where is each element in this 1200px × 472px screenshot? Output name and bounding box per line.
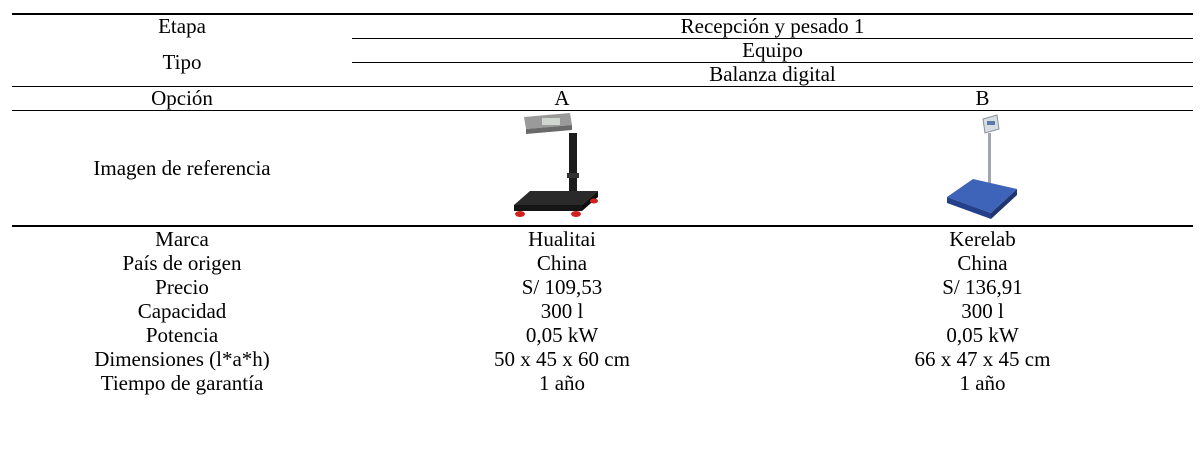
spec-label: Capacidad [137,299,227,323]
option-label: Opción [12,86,352,111]
spec-row: Tiempo de garantía 1 año 1 año [12,371,1193,395]
spec-label: País de origen [122,251,242,275]
spec-value-a: S/ 109,53 [521,275,603,299]
stage-label: Etapa [12,13,352,39]
type-row: Tipo Equipo [12,38,1194,73]
spec-value-b: 300 l [961,299,1004,323]
spec-value-a: 1 año [538,371,586,395]
spec-value-a: China [536,251,588,275]
equipment-comparison-table: Etapa Recepción y pesado 1 Tipo Equipo B… [12,13,1194,395]
spec-row: Marca Hualitai Kerelab [12,226,1193,251]
scale-b-image-cell [772,110,1194,227]
spec-value-a: 300 l [540,299,584,323]
spec-row: Dimensiones (l*a*h) 50 x 45 x 60 cm 66 x 4… [12,347,1193,371]
type-subrow: Balanza digital [12,62,1194,87]
spec-value-a: 50 x 45 x 60 cm [494,347,630,371]
spec-value-b: 66 x 47 x 45 cm [914,347,1051,371]
spec-label: Marca [155,227,209,251]
spec-row: Potencia 0,05 kW 0,05 kW [12,323,1193,347]
stage-value: Recepción y pesado 1 [352,13,1194,39]
spec-row: Capacidad 300 l 300 l [12,299,1193,323]
spec-row: País de origen China China [12,251,1193,275]
option-a: A [352,86,772,111]
spec-value-b: China [957,251,1008,275]
option-b: B [772,86,1194,111]
option-row: Opción A B [12,86,1194,111]
type-value-digital-scale: Balanza digital [352,62,1194,87]
spec-row: Precio S/ 109,53 S/ 136,91 [12,275,1193,299]
spec-value-b: S/ 136,91 [942,275,1023,299]
platform-scale-a-image [514,113,598,217]
spec-value-a: 0,05 kW [525,323,599,347]
stage-row: Etapa Recepción y pesado 1 [12,13,1194,39]
spec-value-b: 0,05 kW [946,323,1019,347]
spec-label: Dimensiones (l*a*h) [94,347,270,371]
type-value-equipment: Equipo [352,38,1194,63]
type-label: Tipo [162,49,202,74]
spec-value-b: Kerelab [949,227,1016,251]
spec-label: Potencia [145,323,219,347]
scale-a-image-cell [352,110,772,227]
spec-label: Precio [155,275,209,299]
image-row: Imagen de referencia [12,110,1194,227]
spec-label: Tiempo de garantía [100,371,264,395]
spec-value-b: 1 año [959,371,1006,395]
platform-scale-b-image [946,114,1017,219]
image-label: Imagen de referencia [12,110,352,227]
spec-value-a: Hualitai [528,227,596,251]
